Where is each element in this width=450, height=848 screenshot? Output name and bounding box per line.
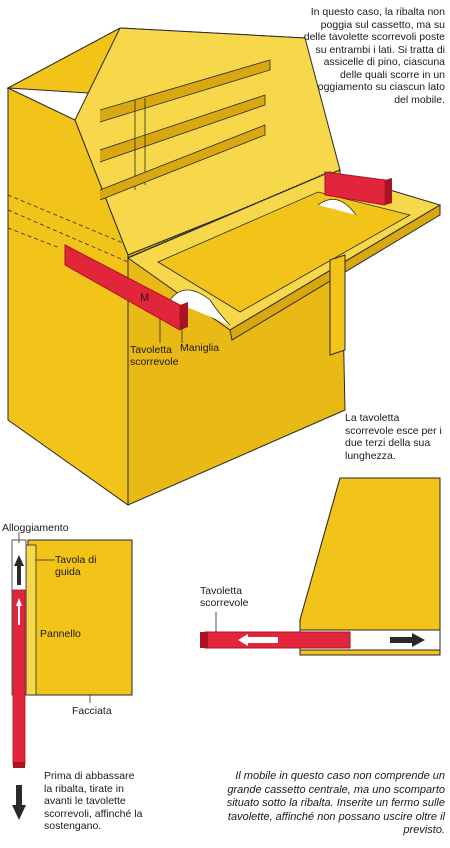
detail-panel: [299, 477, 441, 656]
side-dashed-line: [7, 194, 129, 246]
section-guide: [25, 544, 37, 696]
label-m: M: [140, 292, 150, 304]
label-tavoletta-scorrevole: Tavoletta scorrevole: [130, 344, 179, 368]
slide-left-end: [180, 302, 188, 330]
side-dashed-line: [7, 227, 61, 249]
detail-slide-end: [200, 632, 208, 648]
bureau-interior: [74, 27, 341, 256]
bureau-leg: [329, 254, 346, 356]
section-slide-end: [13, 762, 25, 768]
label-maniglia: Maniglia: [180, 342, 220, 354]
side-dashed-line: [7, 209, 129, 263]
label-tavoletta-scorrevole-2: Tavoletta scorrevole: [200, 585, 249, 609]
label-tavola-di-guida: Tavola di guida: [55, 554, 97, 578]
arrow-up-icon: [14, 555, 24, 585]
shelf: [99, 94, 266, 163]
slide-right-end: [385, 178, 392, 205]
label-facciata: Facciata: [72, 705, 112, 717]
drop-front-inner: [157, 191, 412, 313]
shelf: [99, 124, 266, 201]
mid-caption: La tavoletta scorrevole esce per i due t…: [345, 412, 442, 462]
label-pannello: Pannello: [40, 628, 81, 640]
arrow-down-icon: [12, 785, 26, 820]
handle-cutout: [169, 289, 231, 326]
arrow-right-icon: [390, 633, 425, 647]
section-panel: [27, 539, 133, 696]
bottom-right-caption: Il mobile in questo caso non comprende u…: [226, 770, 445, 836]
shelf: [99, 59, 271, 123]
arrow-up-icon: [16, 598, 22, 625]
bottom-left-caption: Prima di abbassare la ribalta, tirate in…: [44, 770, 143, 832]
handle-cutout: [317, 198, 357, 216]
arrow-left-icon: [238, 634, 278, 646]
top-caption: In questo caso, la ribalta non poggia su…: [303, 6, 445, 106]
label-alloggiamento: Alloggiamento: [2, 522, 69, 534]
